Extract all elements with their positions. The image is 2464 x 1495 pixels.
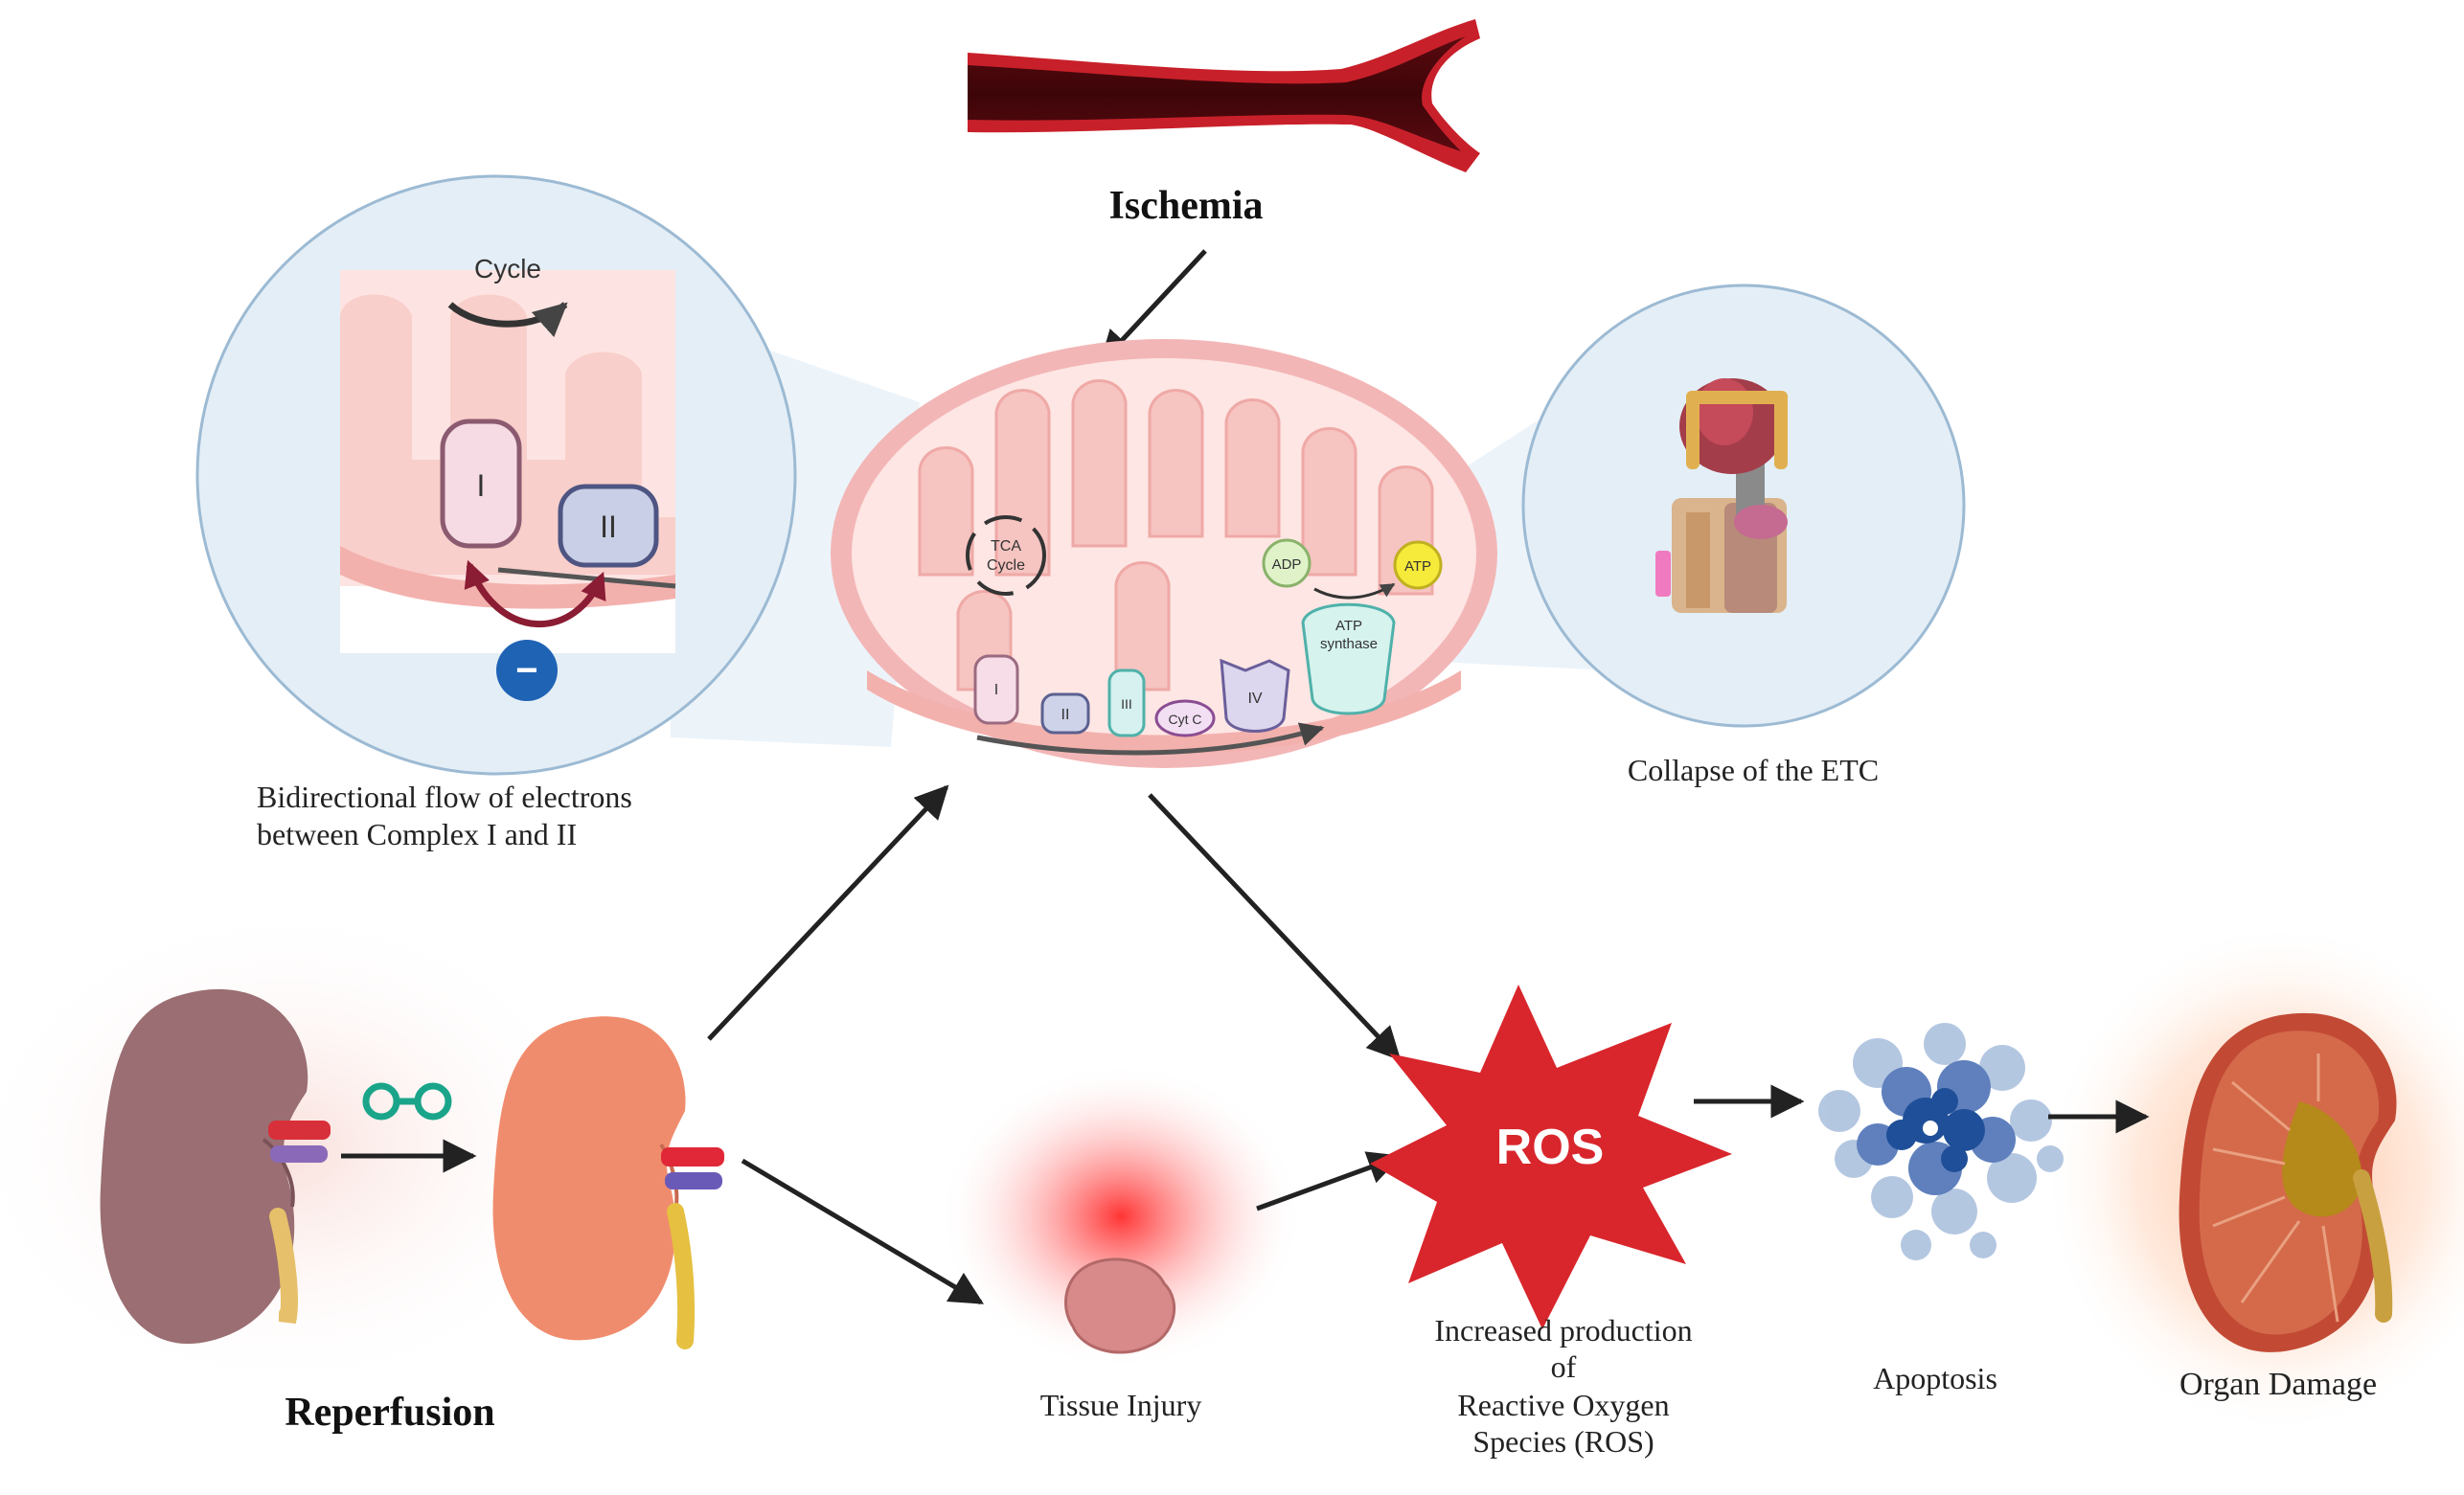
reperfusion-label: Reperfusion bbox=[285, 1391, 494, 1435]
electron-icon bbox=[496, 640, 558, 701]
complex-iv-label: IV bbox=[1247, 691, 1262, 707]
bidirectional-label-line1: Bidirectional flow of electrons bbox=[257, 780, 632, 814]
atp-synthase-label-line1: ATP bbox=[1335, 618, 1362, 634]
ischemia-label: Ischemia bbox=[1109, 184, 1264, 228]
reperfused-kidney bbox=[492, 1016, 724, 1349]
organ-damage-label: Organ Damage bbox=[2179, 1367, 2377, 1402]
collapse-etc-label: Collapse of the ETC bbox=[1628, 753, 1879, 787]
complex-i-zoom-label: I bbox=[477, 468, 486, 503]
complex-ii-zoom-label: II bbox=[600, 510, 617, 544]
oxygen-molecule-icon bbox=[362, 1082, 452, 1121]
ros-burst bbox=[1370, 985, 1732, 1329]
atp-synthase bbox=[1301, 602, 1396, 715]
tissue-injury-glow bbox=[939, 1063, 1303, 1370]
bidirectional-arrow bbox=[464, 559, 606, 627]
cytochrome-c bbox=[1154, 699, 1216, 737]
complex-ii bbox=[1040, 692, 1090, 735]
damaged-kidney bbox=[2179, 1012, 2397, 1352]
ros-label-line2: of bbox=[1551, 1349, 1577, 1384]
ros-burst-label: ROS bbox=[1496, 1120, 1605, 1175]
complex-iv bbox=[1220, 658, 1290, 733]
arrow-mito-to-ros bbox=[1148, 793, 1402, 1061]
complex-i bbox=[973, 654, 1019, 725]
complex-iii-label: III bbox=[1121, 696, 1132, 712]
tissue-injury-lesion bbox=[1064, 1257, 1176, 1354]
complex-i-zoom bbox=[440, 419, 522, 549]
zoom-circle-atp-synthase bbox=[1521, 283, 1966, 728]
mitochondrion: TCA Cycle ADP ATP I II III Cyt C IV ATP … bbox=[831, 339, 1497, 768]
electron-symbol: − bbox=[515, 649, 537, 691]
ischemic-kidney bbox=[100, 988, 331, 1345]
complex-ii-label: II bbox=[1061, 707, 1070, 723]
zoom-circle-complex-i-ii: Cycle I II − bbox=[195, 174, 797, 776]
atp-synthase-label-line2: synthase bbox=[1320, 636, 1378, 652]
atp-molecule bbox=[1393, 540, 1443, 590]
cyt-c-label: Cyt C bbox=[1169, 712, 1202, 727]
arrow-reperfusion-to-mito bbox=[707, 784, 949, 1041]
adp-label: ADP bbox=[1272, 556, 1302, 573]
ros-label-line1: Increased production bbox=[1434, 1313, 1692, 1348]
tissue-injury-label: Tissue Injury bbox=[1040, 1388, 1202, 1422]
cycle-label: Cycle bbox=[474, 254, 541, 283]
complex-iii bbox=[1107, 668, 1146, 737]
blood-vessel bbox=[968, 19, 1480, 172]
bidirectional-label-line2: between Complex I and II bbox=[257, 817, 577, 851]
complex-ii-zoom bbox=[558, 484, 659, 568]
ros-label-line3: Reactive Oxygen bbox=[1457, 1388, 1669, 1422]
ros-label-line4: Species (ROS) bbox=[1472, 1424, 1654, 1459]
complex-i-label: I bbox=[994, 682, 998, 698]
adp-molecule bbox=[1262, 538, 1312, 588]
apoptosis-label: Apoptosis bbox=[1873, 1361, 1997, 1395]
apoptosis-cell-cluster bbox=[1818, 1023, 2064, 1260]
atp-label: ATP bbox=[1404, 558, 1431, 575]
tca-label-line1: TCA bbox=[991, 538, 1021, 555]
arrow-reperfusion-to-injury bbox=[741, 1158, 985, 1305]
tca-label-line2: Cycle bbox=[987, 557, 1025, 574]
